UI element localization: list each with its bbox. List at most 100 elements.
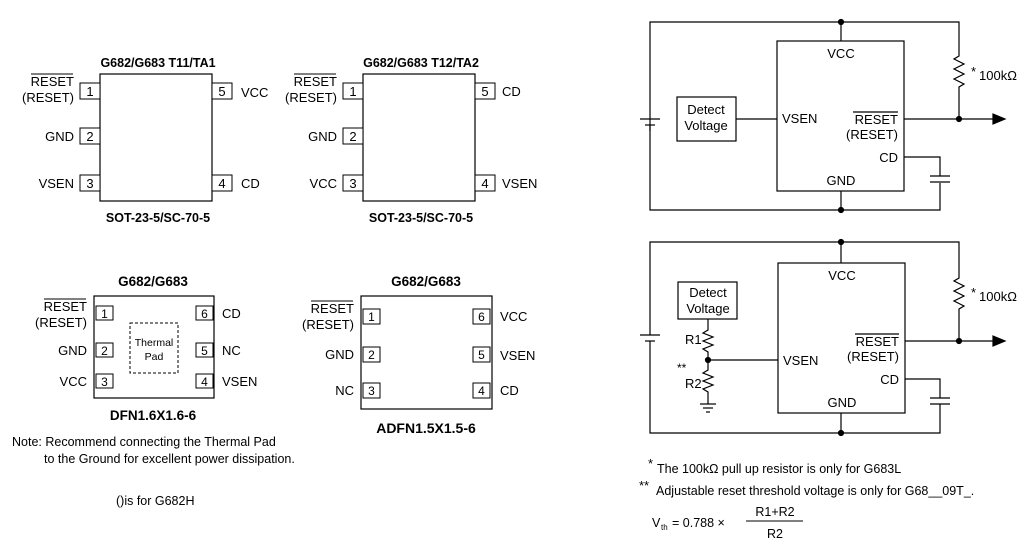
pin-label: VCC <box>241 85 268 100</box>
ic-body <box>362 73 476 202</box>
pin-box <box>195 305 214 321</box>
ic-pin-label: VCC <box>828 268 855 283</box>
pin-label: GND <box>58 343 87 358</box>
formula-subscript: th <box>661 523 668 532</box>
wire <box>649 125 941 211</box>
wire <box>649 341 941 434</box>
pin-label: RESET <box>44 299 87 314</box>
pin-number: 3 <box>349 176 356 191</box>
pin-box <box>195 373 214 389</box>
pin-box <box>342 174 364 192</box>
pin-number: 3 <box>368 384 375 398</box>
notes-left: Note: Recommend connecting the Thermal P… <box>12 435 295 508</box>
note-line: to the Ground for excellent power dissip… <box>44 452 295 466</box>
resistor-mark: ** <box>677 361 687 375</box>
ic-pin-label: GND <box>828 395 857 410</box>
pin-label: GND <box>325 347 354 362</box>
pin-box <box>362 346 381 363</box>
pin-label: VCC <box>60 374 87 389</box>
pin-box <box>342 82 364 100</box>
package-dfn: G682/G683 1 2 3 4 5 6 Thermal Pad RESET … <box>35 274 257 423</box>
ic-pin-label: VCC <box>827 46 854 61</box>
pin-label: VCC <box>500 309 527 324</box>
wire <box>649 21 960 131</box>
pin-label: VSEN <box>500 348 535 363</box>
junction-dot <box>837 238 845 246</box>
pin-label: VSEN <box>39 176 74 191</box>
ic-pin-label: CD <box>879 150 898 165</box>
ic-pin-label: GND <box>827 173 856 188</box>
pullup-resistor <box>952 274 966 341</box>
package-title: G682/G683 <box>118 274 188 289</box>
resistor-mark: * <box>971 64 976 79</box>
ic-body <box>93 295 215 399</box>
wire <box>905 378 941 398</box>
resistor-r1 <box>701 319 715 360</box>
ic-block <box>777 262 906 414</box>
pin-box <box>95 305 114 321</box>
detect-label: Detect <box>689 285 727 300</box>
ic-pin-label: VSEN <box>783 353 818 368</box>
pin-label: (RESET) <box>22 90 74 105</box>
ic-pin-label: (RESET) <box>847 349 899 364</box>
pin-box <box>474 174 496 192</box>
junction-dot <box>704 356 712 364</box>
wire <box>649 241 960 335</box>
detect-voltage-block <box>677 281 738 320</box>
footnote-mark: * <box>648 456 653 471</box>
pin-label: VSEN <box>502 176 537 191</box>
package-adfn: G682/G683 1 2 3 4 5 6 RESET (RESET) GND … <box>302 274 535 436</box>
resistor-value: 100kΩ <box>979 289 1017 304</box>
note-paren: ()is for G682H <box>116 494 195 508</box>
resistor-label: R2 <box>685 376 702 391</box>
pin-number: 6 <box>201 307 208 321</box>
pin-box <box>211 174 233 192</box>
junction-dot <box>837 429 845 437</box>
pin-number: 1 <box>101 307 108 321</box>
pin-box <box>79 174 101 192</box>
pin-box <box>362 382 381 399</box>
pin-box <box>472 382 491 399</box>
pin-number: 3 <box>101 375 108 389</box>
pullup-resistor <box>952 52 966 119</box>
footnote-mark: ** <box>639 478 649 493</box>
pin-box <box>472 346 491 363</box>
pin-box <box>472 308 491 325</box>
circuit-basic <box>640 18 1007 214</box>
ic-pin-label: VSEN <box>782 111 817 126</box>
package-title: G682/G683 T12/TA2 <box>363 56 479 70</box>
ic-block <box>776 40 905 192</box>
output-arrow <box>992 113 1007 125</box>
pin-number: 2 <box>86 129 93 144</box>
pin-box <box>79 82 101 100</box>
package-title: G682/G683 <box>391 274 461 289</box>
note-line: Note: Recommend connecting the Thermal P… <box>12 435 276 449</box>
pin-box <box>474 82 496 100</box>
pin-label: CD <box>502 84 521 99</box>
pin-number: 1 <box>368 310 375 324</box>
package-sot-t11: G682/G683 T11/TA1 1 2 3 4 5 RESET (RESET… <box>22 56 268 225</box>
pin-number: 5 <box>481 84 488 99</box>
pin-label: GND <box>45 129 74 144</box>
pin-label: (RESET) <box>302 317 354 332</box>
ic-pin-label: RESET <box>855 112 898 127</box>
detect-label: Voltage <box>686 301 729 316</box>
ic-pin-label: (RESET) <box>846 127 898 142</box>
output-arrow <box>992 335 1007 347</box>
pin-box <box>362 308 381 325</box>
package-footer: DFN1.6X1.6-6 <box>110 408 197 423</box>
ic-pin-label: CD <box>880 372 899 387</box>
package-sot-t12: G682/G683 T12/TA2 1 2 3 4 5 RESET (RESET… <box>285 56 537 225</box>
pin-number: 4 <box>201 375 208 389</box>
ic-body <box>360 295 493 410</box>
pin-number: 4 <box>481 176 488 191</box>
pin-box <box>79 127 101 145</box>
package-footer: SOT-23-5/SC-70-5 <box>106 211 210 225</box>
footnote: Adjustable reset threshold voltage is on… <box>656 484 974 498</box>
thermal-pad-label: Thermal <box>135 337 174 349</box>
pin-label: (RESET) <box>285 90 337 105</box>
pin-box <box>95 373 114 389</box>
pin-box <box>211 82 233 100</box>
pin-number: 6 <box>478 310 485 324</box>
